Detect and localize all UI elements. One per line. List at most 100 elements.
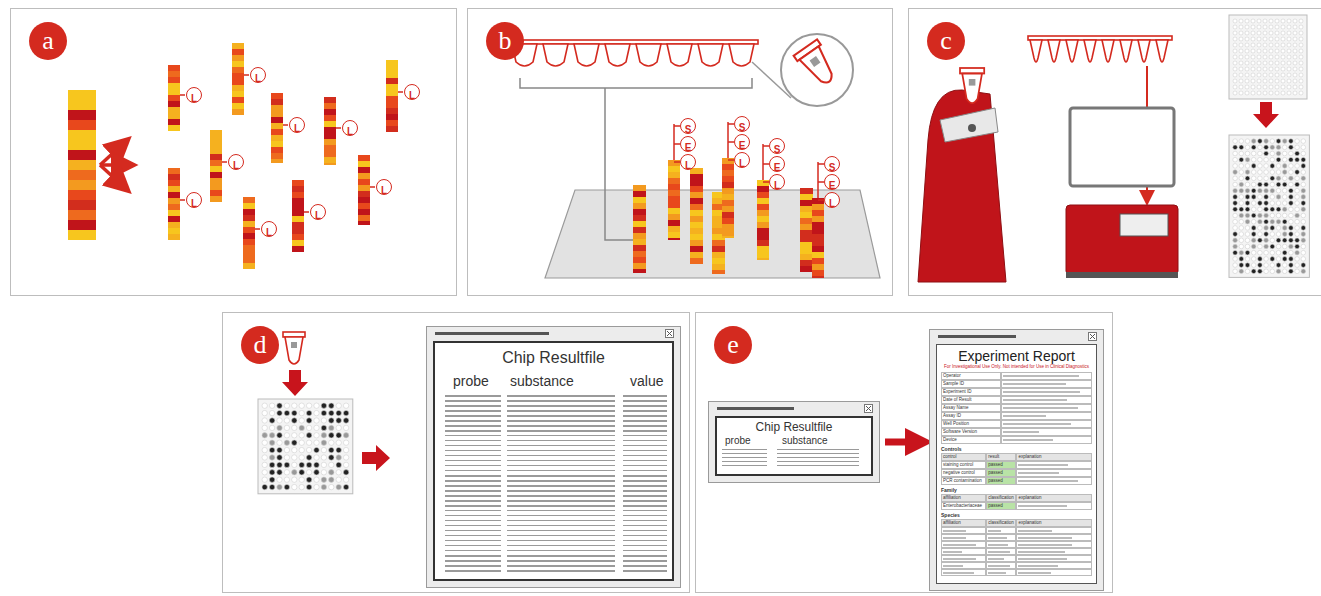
- dna-band: [633, 197, 646, 203]
- dna-band: [358, 221, 370, 225]
- chip-spot: [306, 433, 311, 438]
- chip-spot: [1251, 37, 1255, 41]
- dna-band: [168, 107, 180, 113]
- report-cell: [986, 562, 1016, 569]
- chip-spot: [1245, 226, 1250, 231]
- dna-band: [757, 252, 769, 258]
- dna-band: [232, 49, 244, 55]
- dna-band: [812, 258, 824, 264]
- panel: eChip ResultfileprobesubstanceExperiment…: [695, 312, 1113, 593]
- dna-band: [633, 269, 646, 273]
- report-row: controlresultexplanation: [941, 453, 1092, 461]
- dna-band: [292, 228, 304, 234]
- text-placeholder: [1018, 480, 1077, 482]
- table-cell: passed: [988, 478, 1003, 483]
- dna-band: [690, 198, 703, 204]
- chip-spot: [1289, 139, 1294, 144]
- chip-spot: [1233, 79, 1237, 83]
- chip-spot: [314, 462, 319, 467]
- chip-spot: [1233, 226, 1238, 231]
- chip-spot: [343, 484, 348, 489]
- dna-band: [690, 174, 703, 180]
- chip-spot: [284, 455, 289, 460]
- title-bar: [435, 332, 549, 335]
- chip-spot: [1264, 188, 1269, 193]
- chip-spot: [1270, 176, 1275, 181]
- chip-spot: [336, 418, 341, 423]
- label-badge: E: [824, 174, 840, 190]
- chip-spot: [1289, 213, 1294, 218]
- report-row: Assay ID: [941, 412, 1092, 420]
- chip-spot: [1258, 157, 1263, 162]
- report-cell: passed: [986, 477, 1016, 485]
- chip-spot: [1301, 207, 1306, 212]
- label-link: [180, 94, 185, 96]
- chip-spot: [1270, 244, 1275, 249]
- chip-spot: [1301, 164, 1306, 169]
- chip-spot: [1251, 145, 1256, 150]
- chip-spot: [321, 425, 326, 430]
- chip-spot: [1251, 219, 1256, 224]
- strip-tube: [1120, 40, 1132, 62]
- chip-spot: [1269, 43, 1273, 47]
- chip-spot: [1263, 19, 1267, 23]
- chip-spot: [1269, 79, 1273, 83]
- dna-band: [271, 117, 283, 123]
- dna-band: [757, 234, 769, 240]
- table-header: explanation: [1018, 454, 1041, 459]
- dna-band: [690, 258, 703, 264]
- chip-spot: [1251, 176, 1256, 181]
- strip-tube: [1066, 40, 1078, 62]
- chip-spot: [299, 447, 304, 452]
- chip-spot: [1245, 250, 1250, 255]
- dna-band: [68, 170, 96, 180]
- text-placeholder: [1003, 415, 1045, 417]
- report-row: staining controlpassed: [941, 461, 1092, 469]
- report-cell: [1001, 372, 1092, 380]
- chip-spot: [1258, 182, 1263, 187]
- chip-spot: [1245, 269, 1250, 274]
- chip-spot: [1276, 157, 1281, 162]
- text-placeholder: [988, 558, 1004, 560]
- dna-band: [168, 174, 180, 180]
- chip-spot: [1301, 219, 1306, 224]
- chip-spot: [1245, 232, 1250, 237]
- chip-spot: [1289, 151, 1294, 156]
- chip-spot: [1245, 182, 1250, 187]
- table-cell: Device: [943, 437, 957, 442]
- label-badge: L: [824, 192, 840, 208]
- text-placeholder: [988, 530, 1001, 532]
- text-placeholder: [988, 544, 1008, 546]
- chip-spot: [1287, 73, 1291, 77]
- chip-spot: [262, 484, 267, 489]
- chip-spot: [277, 410, 282, 415]
- column-heading: probe: [725, 435, 751, 446]
- dna-band: [324, 115, 336, 121]
- magnified-tube: [794, 39, 841, 89]
- chip-spot: [1263, 55, 1267, 59]
- text-placeholder: [988, 551, 1010, 553]
- chip-spot: [1239, 238, 1244, 243]
- chip-spot: [1258, 238, 1263, 243]
- chip-spot: [336, 477, 341, 482]
- chip-spot: [1287, 85, 1291, 89]
- chip-spot: [1251, 31, 1255, 35]
- chip-spot: [314, 433, 319, 438]
- text-placeholder: [1018, 505, 1067, 507]
- chip-spot: [1245, 61, 1249, 65]
- chip-spot: [336, 470, 341, 475]
- chip-spot: [1293, 85, 1297, 89]
- strip-tube: [1030, 40, 1042, 62]
- chip-spot: [277, 433, 282, 438]
- chip-spot: [1239, 170, 1244, 175]
- report-row: Software Version: [941, 428, 1092, 436]
- strip-tube: [729, 44, 754, 66]
- dna-band: [812, 270, 824, 276]
- chip-spot: [1299, 67, 1303, 71]
- chip-spot: [1276, 164, 1281, 169]
- dna-band: [232, 85, 244, 91]
- chip-spot: [1293, 79, 1297, 83]
- chip-spot: [1245, 49, 1249, 53]
- report-cell: [941, 534, 986, 541]
- report-cell: [941, 527, 986, 534]
